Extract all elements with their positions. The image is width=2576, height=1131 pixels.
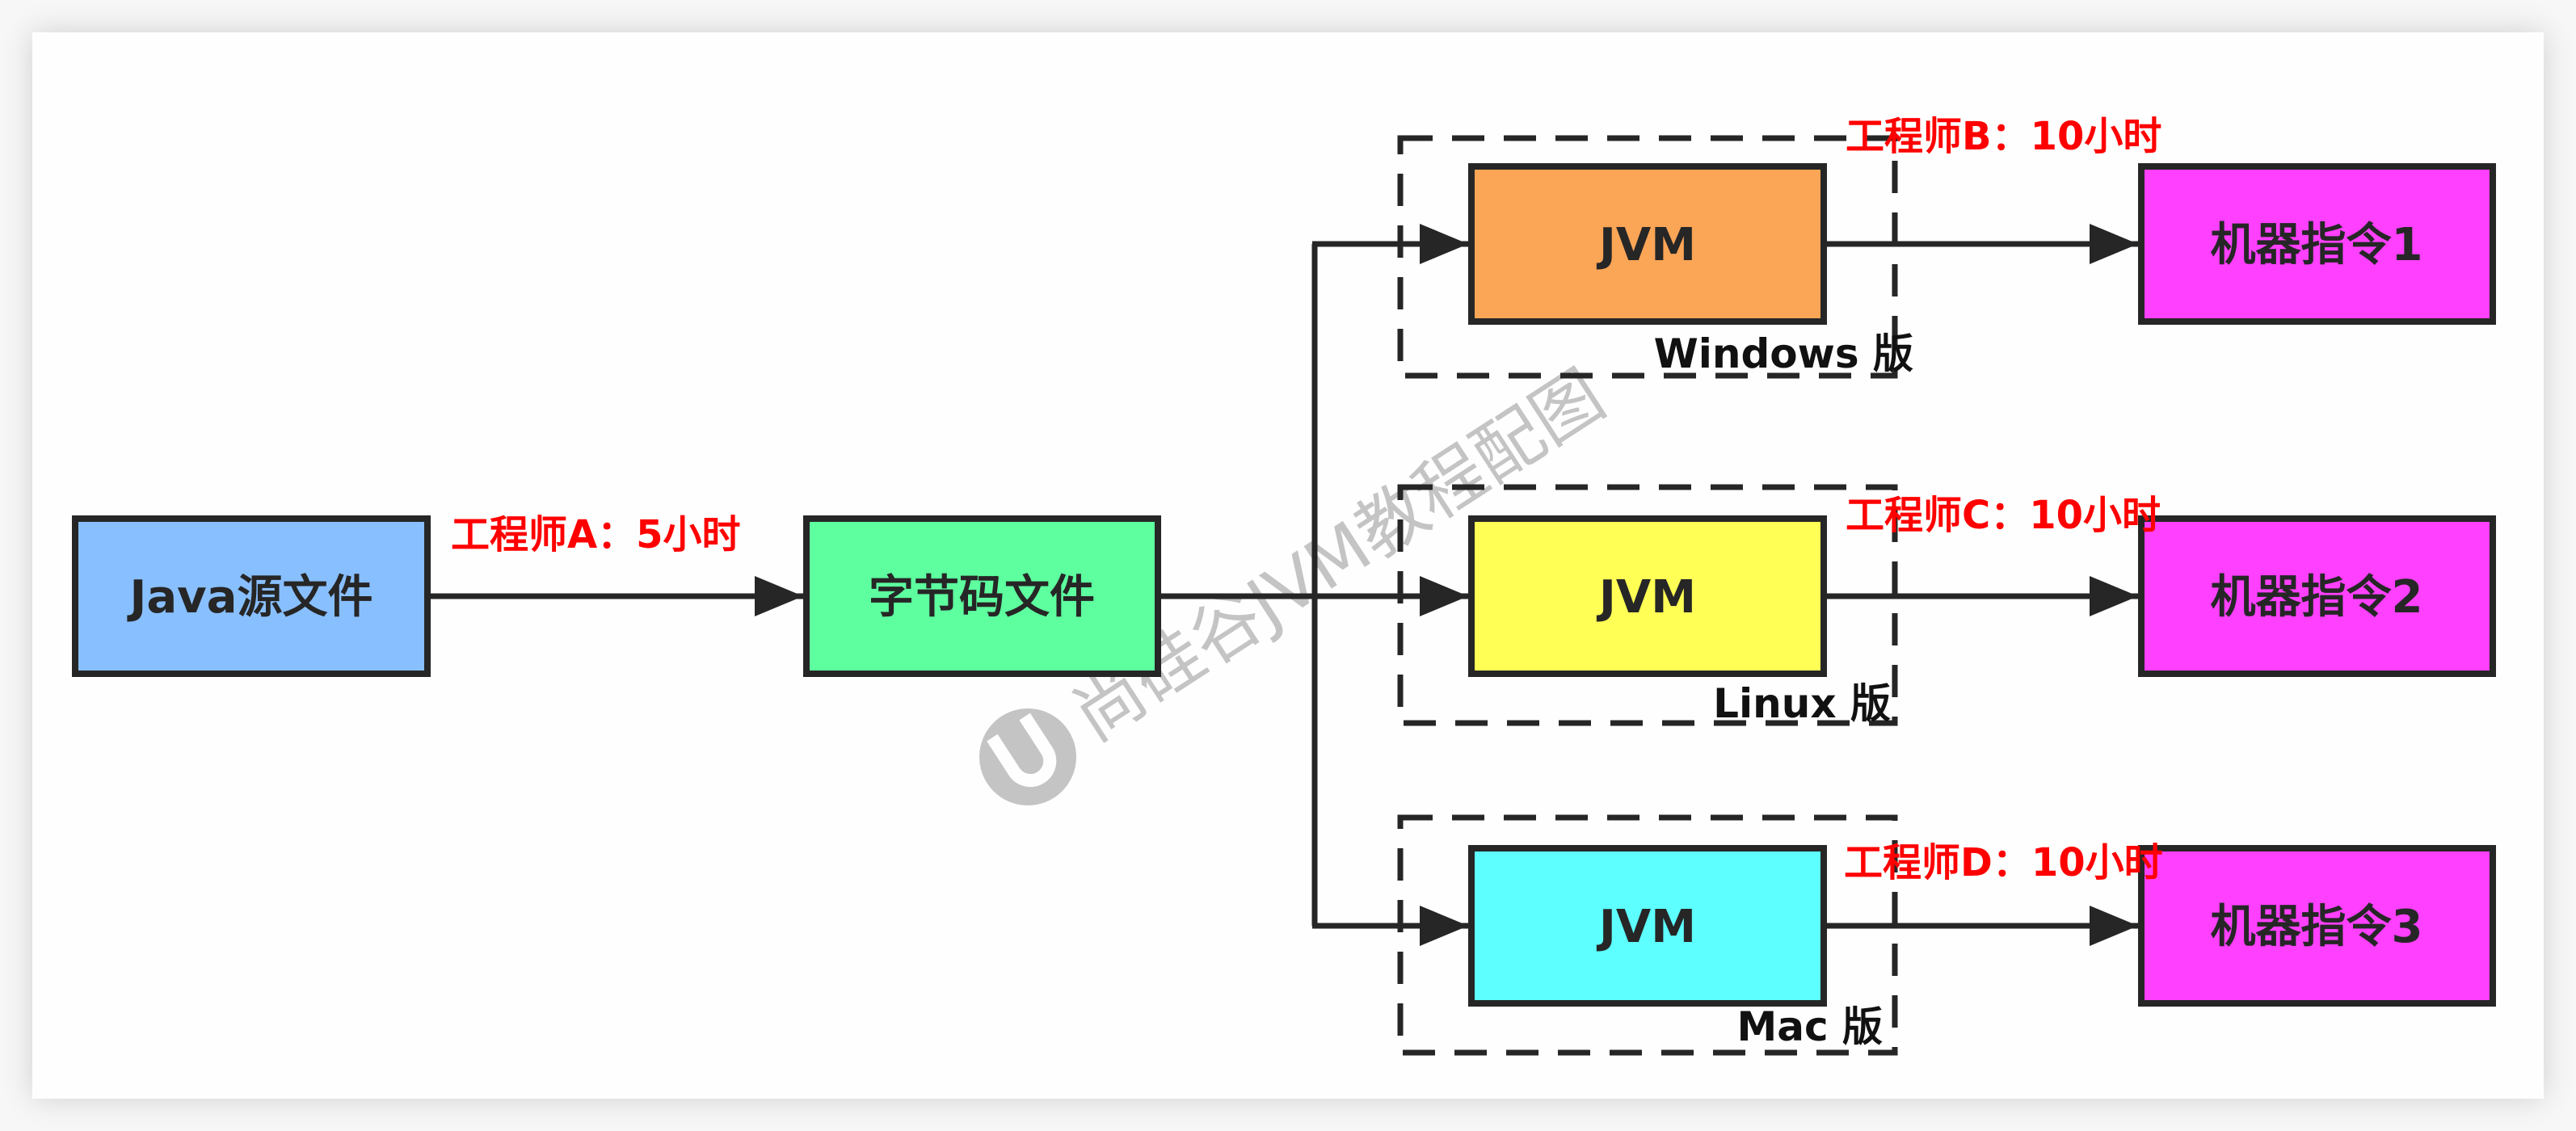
watermark-logo-icon xyxy=(979,708,1076,805)
node-jvm-windows[interactable]: JVM xyxy=(1468,163,1827,325)
node-java-source-label: Java源文件 xyxy=(127,571,373,624)
node-machine-instr-2-label: 机器指令2 xyxy=(2211,571,2423,624)
platform-label-windows: Windows 版 xyxy=(1654,330,1913,377)
node-bytecode-label: 字节码文件 xyxy=(869,571,1095,624)
edge-label-engineer-c: 工程师C：10小时 xyxy=(1846,493,2161,538)
node-java-source[interactable]: Java源文件 xyxy=(72,515,431,677)
edge-label-engineer-b: 工程师B：10小时 xyxy=(1846,114,2161,159)
edge-label-engineer-d: 工程师D：10小时 xyxy=(1844,840,2163,885)
node-jvm-windows-label: JVM xyxy=(1596,219,1696,271)
node-machine-instr-1[interactable]: 机器指令1 xyxy=(2138,163,2496,325)
node-bytecode[interactable]: 字节码文件 xyxy=(803,515,1161,677)
platform-group-windows xyxy=(1397,135,1898,379)
node-jvm-linux-label: JVM xyxy=(1596,571,1696,624)
node-jvm-linux[interactable]: JVM xyxy=(1468,515,1827,677)
node-machine-instr-1-label: 机器指令1 xyxy=(2211,219,2423,271)
platform-label-mac: Mac 版 xyxy=(1736,1003,1883,1050)
connectors xyxy=(431,224,2138,946)
node-machine-instr-3-label: 机器指令3 xyxy=(2211,901,2423,953)
node-jvm-mac[interactable]: JVM xyxy=(1468,845,1827,1007)
edge-label-engineer-a: 工程师A：5小时 xyxy=(451,512,741,557)
node-jvm-mac-label: JVM xyxy=(1596,901,1696,953)
node-machine-instr-3[interactable]: 机器指令3 xyxy=(2138,845,2496,1007)
node-machine-instr-2[interactable]: 机器指令2 xyxy=(2138,515,2496,677)
platform-label-linux: Linux 版 xyxy=(1713,680,1891,727)
